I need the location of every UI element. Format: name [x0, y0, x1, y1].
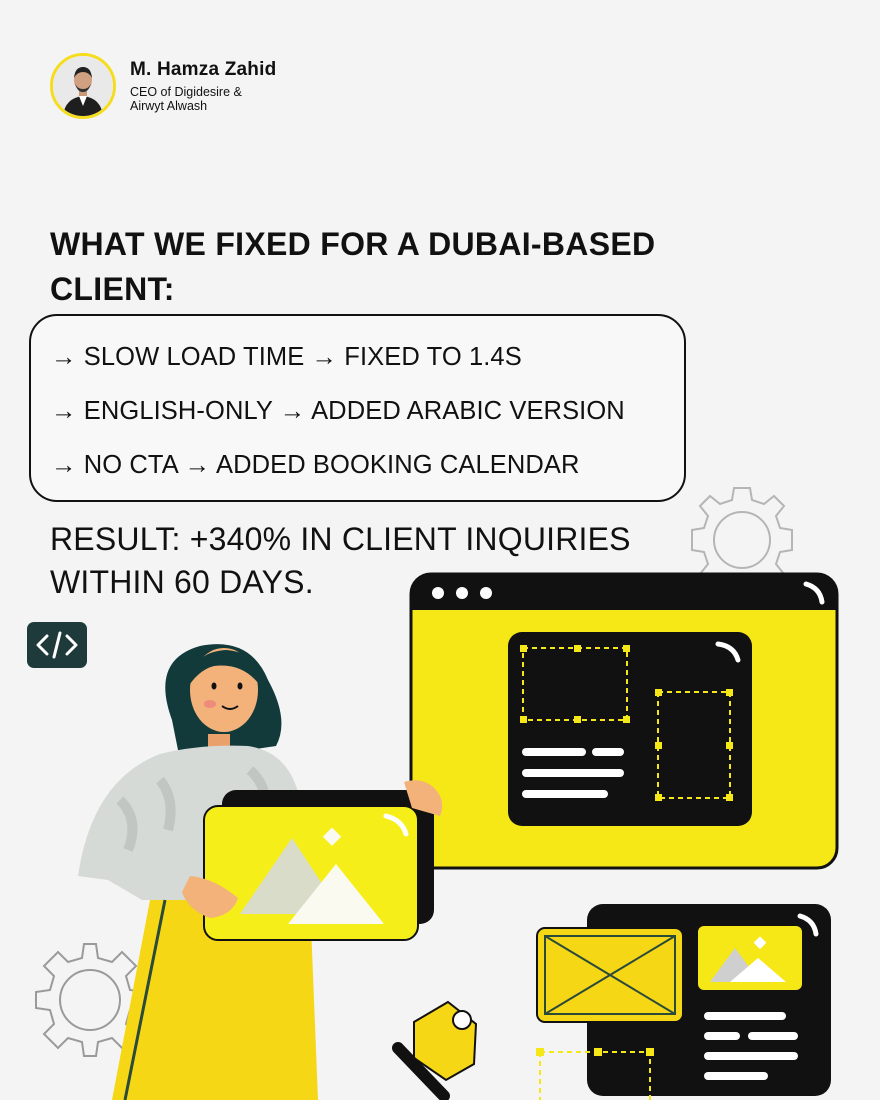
fix-item-language: → ENGLISH-ONLY → ADDED ARABIC VERSION: [51, 397, 625, 425]
headline: WHAT WE FIXED FOR A DUBAI-BASED CLIENT:: [50, 226, 656, 307]
code-icon: [27, 622, 87, 668]
gear-icon: [35, 943, 145, 1057]
fixes-list: → SLOW LOAD TIME → FIXED TO 1.4S → ENGLI…: [51, 338, 625, 500]
fix-item-cta: → NO CTA → ADDED BOOKING CALENDAR: [51, 451, 580, 479]
author-header: M. Hamza Zahid CEO of Digidesire & Airwy…: [50, 53, 276, 119]
result-statement: RESULT: +340% IN CLIENT INQUIRIES WITHIN…: [50, 521, 631, 600]
pen-tool-icon: [392, 1000, 478, 1100]
author-name: M. Hamza Zahid: [130, 59, 277, 80]
profile-avatar-icon: [53, 56, 113, 116]
secondary-window-illustration: [536, 904, 831, 1100]
fix-item-load-time: → SLOW LOAD TIME → FIXED TO 1.4S: [51, 343, 522, 371]
fixes-box: → SLOW LOAD TIME → FIXED TO 1.4S → ENGLI…: [29, 314, 686, 502]
woman-holding-image-card: [78, 644, 443, 1100]
author-role: CEO of Digidesire & Airwyt Alwash: [130, 85, 242, 113]
avatar[interactable]: [50, 53, 116, 119]
browser-window-illustration: [409, 572, 839, 870]
author-info: M. Hamza Zahid CEO of Digidesire & Airwy…: [130, 59, 276, 113]
